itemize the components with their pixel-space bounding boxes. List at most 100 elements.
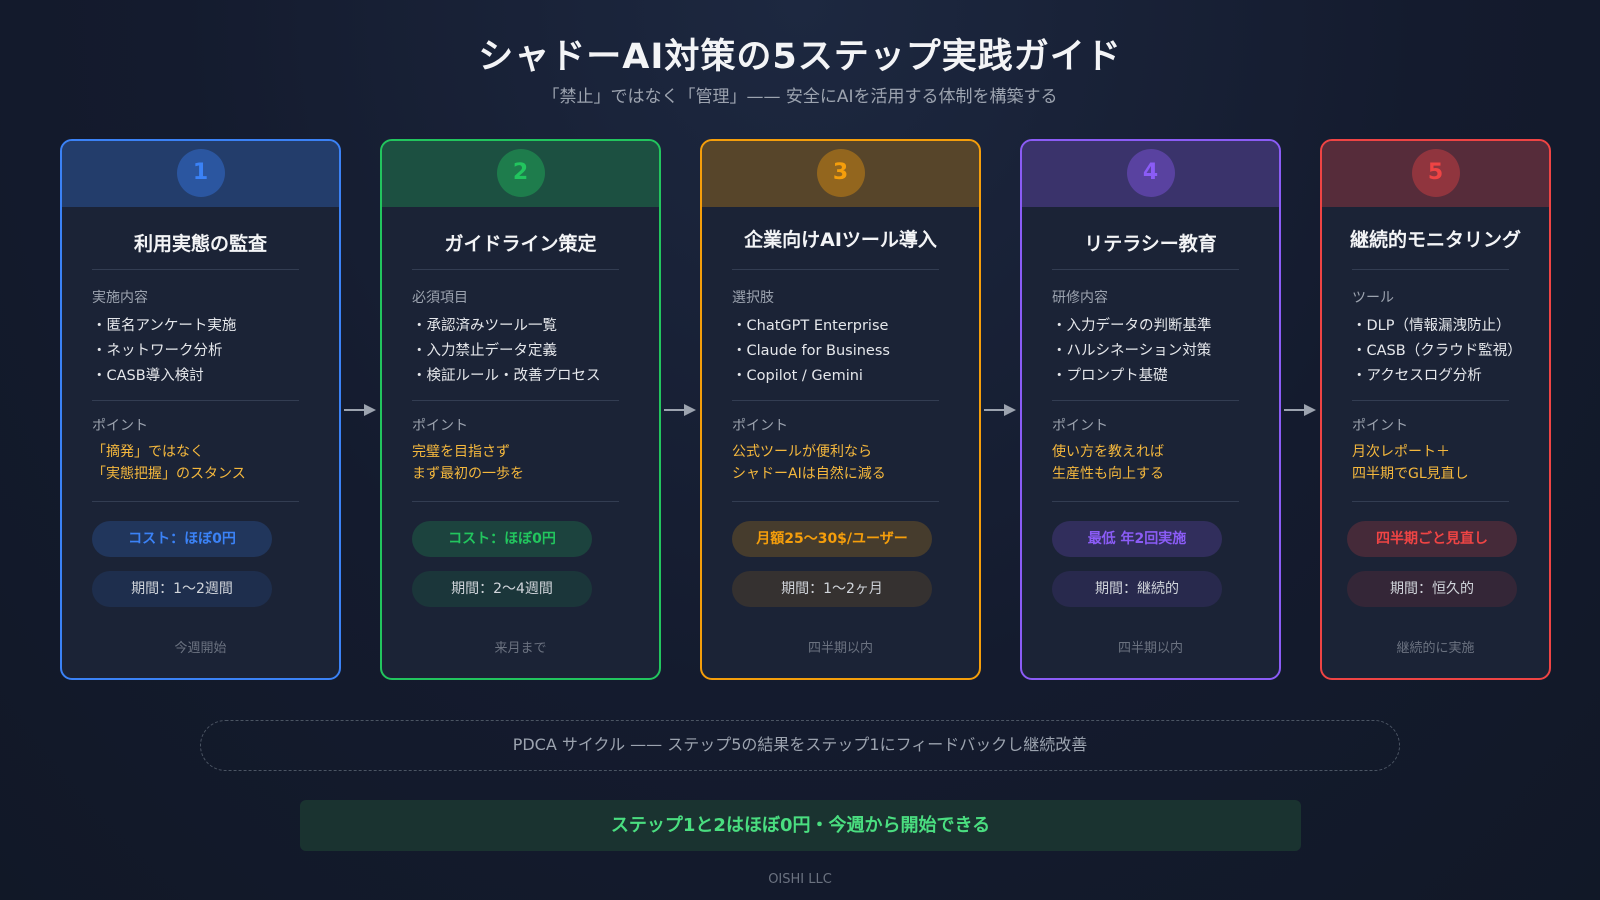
- section-label: 実施内容: [92, 290, 148, 306]
- step-number-badge: 1: [176, 149, 225, 197]
- cost-badge: コスト：ほぼ0円: [412, 521, 592, 557]
- point-line: 使い方を教えれば: [1052, 444, 1164, 460]
- timing-label: 今週開始: [174, 641, 227, 656]
- timing-label: 四半期以内: [807, 641, 873, 656]
- list-item: ・DLP（情報漏洩防止）: [1352, 318, 1511, 334]
- timing-label: 継続的に実施: [1396, 641, 1475, 656]
- list-item: ・ChatGPT Enterprise: [732, 318, 889, 334]
- title-divider: [1352, 269, 1509, 270]
- section-divider: [412, 400, 619, 401]
- timing-label: 四半期以内: [1117, 641, 1183, 656]
- point-text: 完璧を目指さず まず最初の一歩を: [412, 441, 524, 485]
- title-divider: [732, 269, 939, 270]
- point-divider: [1352, 501, 1509, 502]
- arrow-right-icon: [984, 404, 1016, 416]
- step-card-4: 4 リテラシー教育 研修内容 ・入力データの判断基準 ・ハルシネーション対策 ・…: [1020, 139, 1281, 680]
- point-label: ポイント: [92, 418, 148, 434]
- point-line: 公式ツールが便利なら: [732, 444, 872, 460]
- period-badge: 期間：1〜2週間: [92, 571, 272, 607]
- cost-badge: 最低 年2回実施: [1052, 521, 1222, 557]
- point-line: 「実態把握」のスタンス: [92, 466, 246, 482]
- list-item: ・CASB（クラウド監視）: [1352, 343, 1522, 359]
- item-list: ・DLP（情報漏洩防止） ・CASB（クラウド監視） ・アクセスログ分析: [1352, 314, 1539, 389]
- list-item: ・Copilot / Gemini: [732, 368, 863, 384]
- point-text: 「摘発」ではなく 「実態把握」のスタンス: [92, 441, 246, 485]
- list-item: ・検証ルール・改善プロセス: [412, 368, 601, 384]
- arrow-right-icon: [344, 404, 376, 416]
- period-badge: 期間：1〜2ヶ月: [732, 571, 932, 607]
- list-item: ・プロンプト基礎: [1052, 368, 1168, 384]
- point-divider: [1052, 501, 1239, 502]
- point-text: 月次レポート＋ 四半期でGL見直し: [1352, 441, 1469, 485]
- point-text: 公式ツールが便利なら シャドーAIは自然に減る: [732, 441, 886, 485]
- section-divider: [732, 400, 939, 401]
- point-line: 四半期でGL見直し: [1352, 466, 1469, 482]
- point-divider: [732, 501, 939, 502]
- step-card-header: [702, 141, 979, 207]
- step-title: ガイドライン策定: [444, 233, 597, 255]
- step-card-header: [62, 141, 339, 207]
- step-title: 利用実態の監査: [133, 233, 267, 255]
- list-item: ・CASB導入検討: [92, 368, 204, 384]
- point-label: ポイント: [1052, 418, 1108, 434]
- step-card-header: [1322, 141, 1549, 207]
- list-item: ・Claude for Business: [732, 343, 890, 359]
- section-label: 必須項目: [412, 290, 468, 306]
- page-subtitle: 「禁止」ではなく「管理」—— 安全にAIを活用する体制を構築する: [542, 87, 1058, 107]
- list-item: ・アクセスログ分析: [1352, 368, 1482, 384]
- point-divider: [412, 501, 619, 502]
- company-name: OISHI LLC: [768, 872, 832, 887]
- period-badge: 期間：継続的: [1052, 571, 1222, 607]
- list-item: ・ネットワーク分析: [92, 343, 223, 359]
- period-badge: 期間：2〜4週間: [412, 571, 592, 607]
- title-divider: [92, 269, 299, 270]
- section-label: 選択肢: [732, 290, 774, 306]
- title-divider: [1052, 269, 1239, 270]
- section-divider: [1052, 400, 1239, 401]
- step-title: リテラシー教育: [1084, 233, 1217, 255]
- arrow-right-icon: [1284, 404, 1316, 416]
- cost-badge: 四半期ごと見直し: [1347, 521, 1517, 557]
- list-item: ・匿名アンケート実施: [92, 318, 237, 334]
- list-item: ・入力データの判断基準: [1052, 318, 1212, 334]
- title-divider: [412, 269, 619, 270]
- step-number-badge: 3: [816, 149, 865, 197]
- list-item: ・ハルシネーション対策: [1052, 343, 1212, 359]
- step-title: 継続的モニタリング: [1349, 229, 1521, 251]
- step-title: 企業向けAIツール導入: [744, 229, 937, 251]
- step-card-header: [1022, 141, 1279, 207]
- item-list: ・匿名アンケート実施 ・ネットワーク分析 ・CASB導入検討: [92, 314, 329, 389]
- period-badge: 期間：恒久的: [1347, 571, 1517, 607]
- step-card-header: [382, 141, 659, 207]
- list-item: ・承認済みツール一覧: [412, 318, 557, 334]
- point-line: 月次レポート＋: [1352, 444, 1450, 460]
- pdca-cycle-note: PDCA サイクル —— ステップ5の結果をステップ1にフィードバックし継続改善: [200, 720, 1400, 771]
- step-card-1: 1 利用実態の監査 実施内容 ・匿名アンケート実施 ・ネットワーク分析 ・CAS…: [60, 139, 341, 680]
- point-divider: [92, 501, 299, 502]
- point-label: ポイント: [1352, 418, 1408, 434]
- point-label: ポイント: [732, 418, 788, 434]
- item-list: ・入力データの判断基準 ・ハルシネーション対策 ・プロンプト基礎: [1052, 314, 1269, 389]
- list-item: ・入力禁止データ定義: [412, 343, 557, 359]
- point-line: シャドーAIは自然に減る: [732, 466, 886, 482]
- point-line: 「摘発」ではなく: [92, 444, 204, 460]
- step-card-2: 2 ガイドライン策定 必須項目 ・承認済みツール一覧 ・入力禁止データ定義 ・検…: [380, 139, 661, 680]
- step-number-badge: 4: [1126, 149, 1175, 197]
- section-label: 研修内容: [1052, 290, 1108, 306]
- item-list: ・承認済みツール一覧 ・入力禁止データ定義 ・検証ルール・改善プロセス: [412, 314, 649, 389]
- point-line: 完璧を目指さず: [412, 444, 510, 460]
- item-list: ・ChatGPT Enterprise ・Claude for Business…: [732, 314, 969, 389]
- point-label: ポイント: [412, 418, 468, 434]
- step-card-5: 5 継続的モニタリング ツール ・DLP（情報漏洩防止） ・CASB（クラウド監…: [1320, 139, 1551, 680]
- page-title: シャドーAI対策の5ステップ実践ガイド: [478, 37, 1122, 77]
- point-line: 生産性も向上する: [1052, 466, 1164, 482]
- section-label: ツール: [1352, 290, 1394, 306]
- summary-banner: ステップ1と2はほぼ0円・今週から開始できる: [300, 800, 1301, 851]
- point-line: まず最初の一歩を: [412, 466, 524, 482]
- arrow-right-icon: [664, 404, 696, 416]
- timing-label: 来月まで: [494, 641, 547, 656]
- cost-badge: 月額25〜30$/ユーザー: [732, 521, 932, 557]
- point-text: 使い方を教えれば 生産性も向上する: [1052, 441, 1164, 485]
- step-card-3: 3 企業向けAIツール導入 選択肢 ・ChatGPT Enterprise ・C…: [700, 139, 981, 680]
